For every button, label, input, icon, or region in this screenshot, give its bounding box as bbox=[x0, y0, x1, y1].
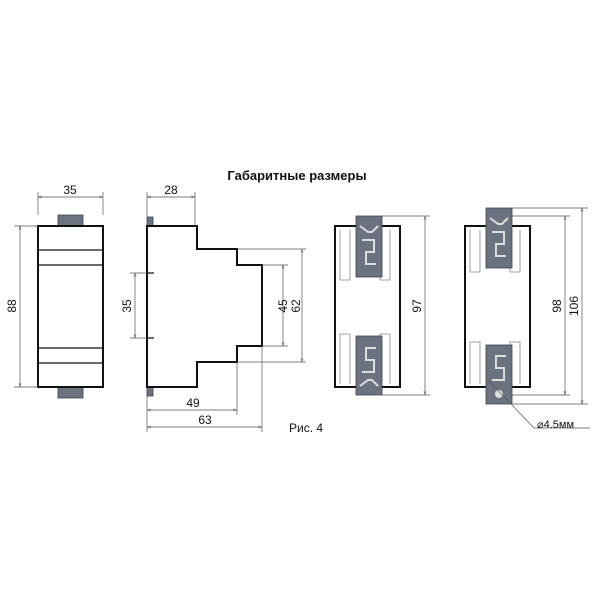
side-depth-mid-label: 49 bbox=[186, 396, 200, 410]
hole-diameter-label: ⌀4.5мм bbox=[537, 419, 574, 431]
front-view bbox=[14, 192, 104, 399]
side-outer-height-label: 62 bbox=[289, 299, 303, 313]
front-height-label: 88 bbox=[5, 299, 19, 313]
side-inner-height-label: 45 bbox=[276, 299, 290, 313]
rear1-height-label: 97 bbox=[410, 299, 424, 313]
rear2-total-height-label: 106 bbox=[567, 296, 581, 316]
front-width-label: 35 bbox=[63, 183, 77, 197]
drawing-title: Габаритные размеры bbox=[227, 168, 366, 183]
rear-view-2 bbox=[464, 207, 590, 429]
rear-view-1 bbox=[334, 215, 430, 396]
side-rail-label: 35 bbox=[120, 299, 134, 313]
side-view bbox=[130, 192, 306, 432]
side-depth-top-label: 28 bbox=[164, 183, 178, 197]
side-depth-total-label: 63 bbox=[198, 413, 212, 427]
figure-label: Рис. 4 bbox=[289, 421, 323, 435]
rear2-inner-height-label: 98 bbox=[550, 299, 564, 313]
